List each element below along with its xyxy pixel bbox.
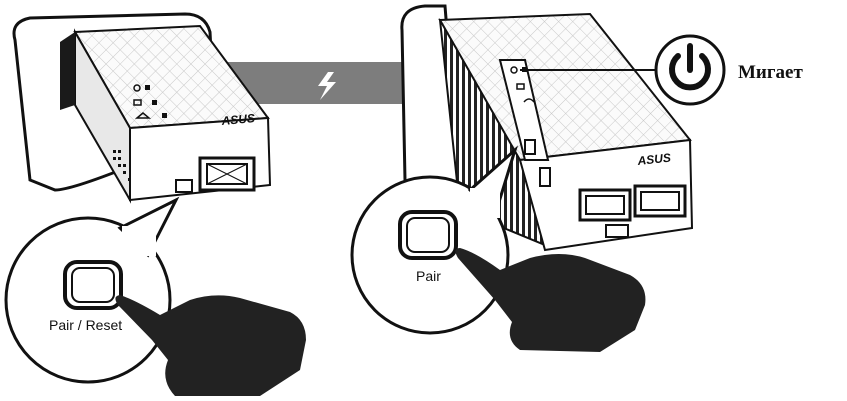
blink-status-label: Мигает (738, 62, 803, 83)
right-switch (606, 225, 628, 237)
power-blink-indicator (656, 36, 724, 104)
left-pair-slot (176, 180, 192, 192)
pair-button (400, 212, 456, 258)
pair-reset-button (65, 262, 121, 308)
left-ethernet-port (200, 158, 254, 190)
left-callout-label: Pair / Reset (49, 317, 122, 333)
right-callout: Pair (352, 150, 515, 333)
left-adapter: ASUS (14, 14, 270, 200)
right-callout-label: Pair (416, 268, 441, 284)
left-brand-logo: ASUS (220, 111, 255, 128)
left-callout: Pair / Reset (6, 200, 176, 382)
